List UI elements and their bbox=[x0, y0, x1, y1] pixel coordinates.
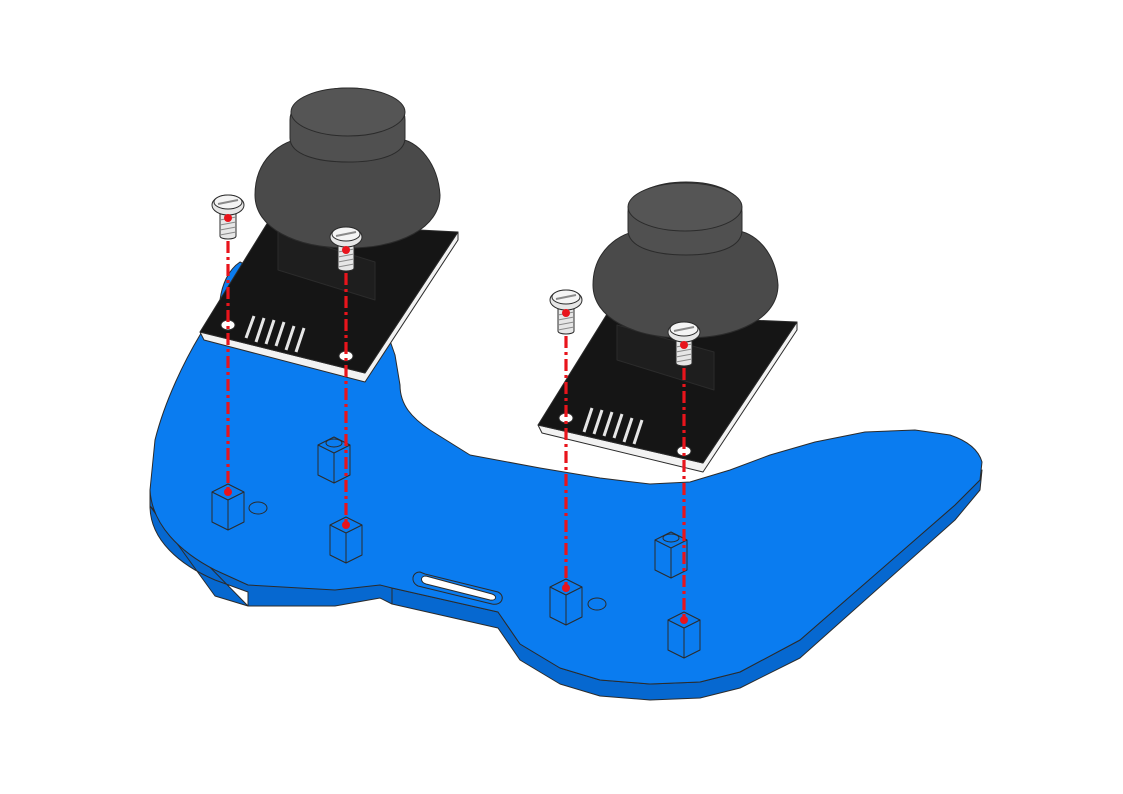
plate-hole bbox=[587, 597, 607, 611]
joystick-module-left bbox=[199, 87, 459, 383]
standoff bbox=[317, 436, 351, 484]
standoffs bbox=[211, 436, 701, 659]
header-pins bbox=[582, 407, 644, 445]
guide-dots bbox=[224, 214, 688, 624]
standoff bbox=[667, 611, 701, 659]
base-plate-slot-inner bbox=[421, 575, 497, 601]
joystick-knob bbox=[592, 229, 779, 339]
screw-icon bbox=[667, 321, 701, 367]
standoff bbox=[211, 483, 245, 531]
joystick-module-right bbox=[537, 181, 798, 473]
standoff bbox=[329, 516, 363, 564]
standoff bbox=[549, 578, 583, 626]
screw-icon bbox=[549, 289, 583, 335]
pcb bbox=[199, 221, 459, 374]
standoff bbox=[654, 531, 688, 579]
screw-icon bbox=[211, 194, 245, 240]
plate-hole bbox=[248, 501, 268, 515]
joystick-knob bbox=[254, 137, 441, 249]
pcb bbox=[537, 313, 798, 464]
header-pins bbox=[244, 315, 306, 353]
